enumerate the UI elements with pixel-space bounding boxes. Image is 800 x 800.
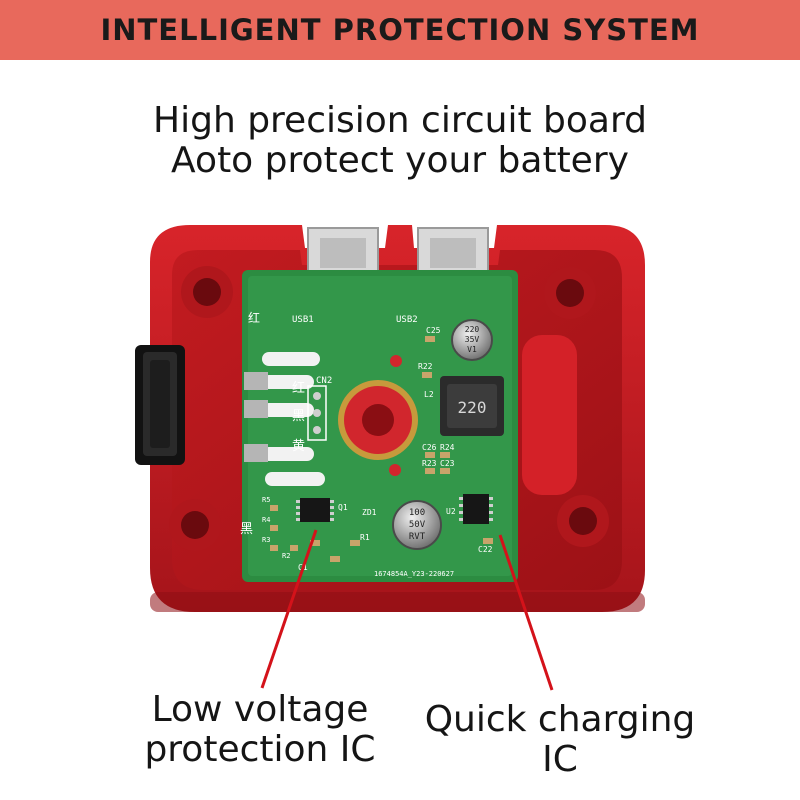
capacitor-top-line-2: 35V (465, 335, 480, 344)
label-u2: U2 (446, 507, 456, 516)
rocker-switch (135, 345, 185, 465)
capacitor-top: 220 35V V1 (451, 319, 493, 361)
label-black-wire: 黑 (292, 409, 305, 424)
label-r2: R2 (282, 552, 290, 560)
label-c26: C26 (422, 443, 437, 452)
inductor-l2: 220 (440, 376, 504, 436)
label-c23: C23 (440, 459, 455, 468)
label-r24: R24 (440, 443, 455, 452)
capacitor-bottom-line-1: 100 (409, 508, 425, 518)
capacitor-top-line-1: 220 (465, 325, 480, 334)
label-red-wire: 红 (292, 380, 305, 396)
label-c22: C22 (478, 545, 493, 554)
inductor-value: 220 (458, 398, 487, 417)
solder-tab-5 (265, 472, 325, 486)
headline-line-1: High precision circuit board (153, 100, 647, 141)
capacitor-bottom: 100 50V RVT (392, 500, 442, 550)
label-r4: R4 (262, 516, 270, 524)
label-r22: R22 (418, 362, 433, 371)
capacitor-bottom-line-2: 50V (409, 520, 426, 530)
callout-low-voltage-line-1: Low voltage (151, 689, 369, 730)
circuit-board: 220 220 35V V1 100 50V RVT (240, 270, 518, 582)
label-zd1: ZD1 (362, 508, 377, 517)
cn2-connector (307, 385, 327, 441)
callout-quick-charging-line-1: Quick charging (424, 699, 696, 740)
serial-number: 1674854A_Y23-220627 (374, 570, 454, 578)
callout-quick-charging: Quick charging IC (420, 700, 700, 780)
callout-low-voltage: Low voltage protection IC (120, 690, 400, 770)
quick-charging-chip (459, 494, 493, 524)
screw-boss-top-left (181, 266, 233, 318)
title-banner: INTELLIGENT PROTECTION SYSTEM (0, 0, 800, 60)
label-l2: L2 (424, 390, 434, 399)
label-r3: R3 (262, 536, 270, 544)
center-mounting-hole (338, 380, 418, 460)
pointer-quick-charging (498, 534, 554, 691)
solder-tab-4 (262, 447, 314, 461)
label-r1: R1 (360, 533, 370, 542)
headline-line-2: Aoto protect your battery (171, 140, 629, 181)
battery-slot-rib (522, 335, 577, 495)
label-usb1: USB1 (292, 315, 314, 325)
label-c25: C25 (426, 326, 441, 335)
low-voltage-protection-chip (296, 498, 334, 522)
label-r23: R23 (422, 459, 437, 468)
label-yellow-wire: 黄 (292, 439, 305, 454)
banner-title: INTELLIGENT PROTECTION SYSTEM (100, 13, 700, 47)
label-red-top: 红 (248, 310, 260, 325)
label-usb2: USB2 (396, 315, 418, 325)
label-black-bottom: 黑 (240, 522, 253, 537)
solder-tab-2 (262, 375, 314, 389)
solder-tab-1 (262, 352, 320, 366)
screw-boss-top-right (544, 267, 596, 319)
screw-boss-bottom-right (557, 495, 609, 547)
screw-boss-bottom-left (169, 499, 221, 551)
callout-quick-charging-line-2: IC (542, 739, 578, 780)
label-q1: Q1 (338, 503, 348, 512)
pointer-low-voltage (260, 529, 318, 689)
label-r5: R5 (262, 496, 270, 504)
capacitor-bottom-line-3: RVT (409, 532, 426, 542)
label-cn2: CN2 (316, 376, 332, 386)
callout-low-voltage-line-2: protection IC (144, 729, 376, 770)
solder-tab-3 (262, 403, 314, 417)
capacitor-top-line-3: V1 (467, 345, 477, 354)
